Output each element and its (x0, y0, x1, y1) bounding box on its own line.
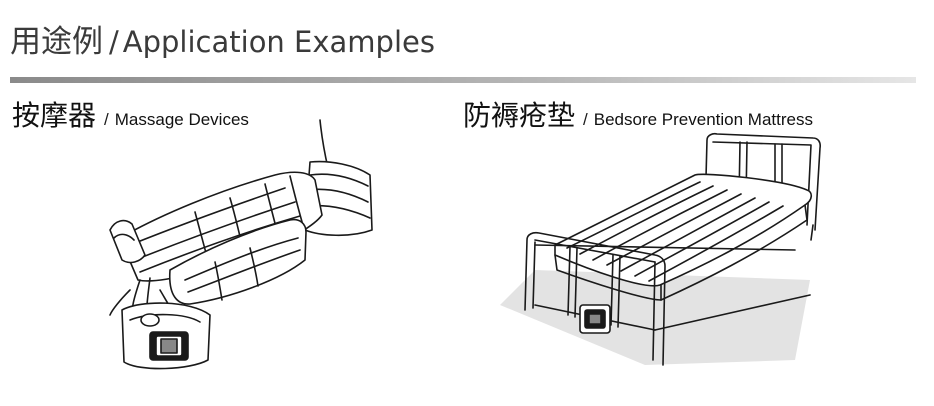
header-divider (10, 77, 916, 83)
bedsore-mattress-illustration (495, 130, 830, 370)
page-title-en: Application Examples (122, 25, 435, 59)
section-heading-separator: / (583, 110, 588, 129)
section-heading-separator: / (104, 110, 109, 129)
section-heading-zh: 防褥疮垫 (463, 99, 576, 132)
massage-device-illustration (100, 119, 390, 375)
section-heading-en: Bedsore Prevention Mattress (593, 110, 813, 129)
section-heading-massage: 按摩器 / Massage Devices (12, 94, 249, 134)
bedsore-mattress-drawing (500, 132, 821, 366)
section-heading-zh: 按摩器 (12, 99, 97, 132)
page-title-zh: 用途例 (10, 24, 103, 60)
section-heading-mattress: 防褥疮垫 / Bedsore Prevention Mattress (463, 94, 813, 134)
section-heading-en: Massage Devices (114, 110, 249, 129)
page-title: 用途例/Application Examples (10, 16, 435, 61)
massage-device-drawing (109, 119, 373, 370)
page-title-separator: / (109, 25, 119, 59)
